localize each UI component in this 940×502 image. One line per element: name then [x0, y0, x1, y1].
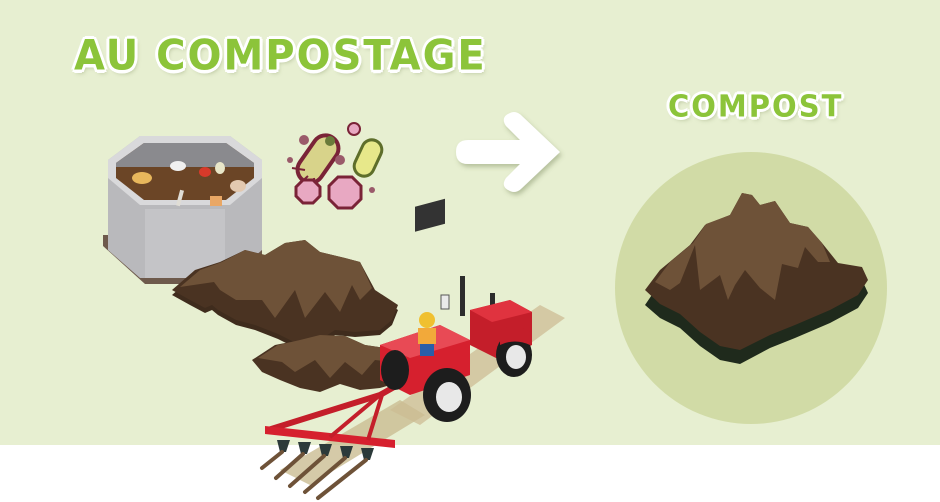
title-au-compostage: AU COMPOSTAGE	[74, 31, 487, 81]
title-compost: COMPOST	[668, 88, 844, 124]
harrow-icon	[260, 375, 412, 500]
microbes-icon	[287, 122, 384, 210]
soil-pile-icon	[172, 240, 405, 392]
compost-pile-icon	[615, 152, 887, 424]
arrow-right-icon	[456, 112, 560, 192]
tractor-icon	[380, 198, 532, 422]
compost-bin-icon	[103, 136, 262, 284]
